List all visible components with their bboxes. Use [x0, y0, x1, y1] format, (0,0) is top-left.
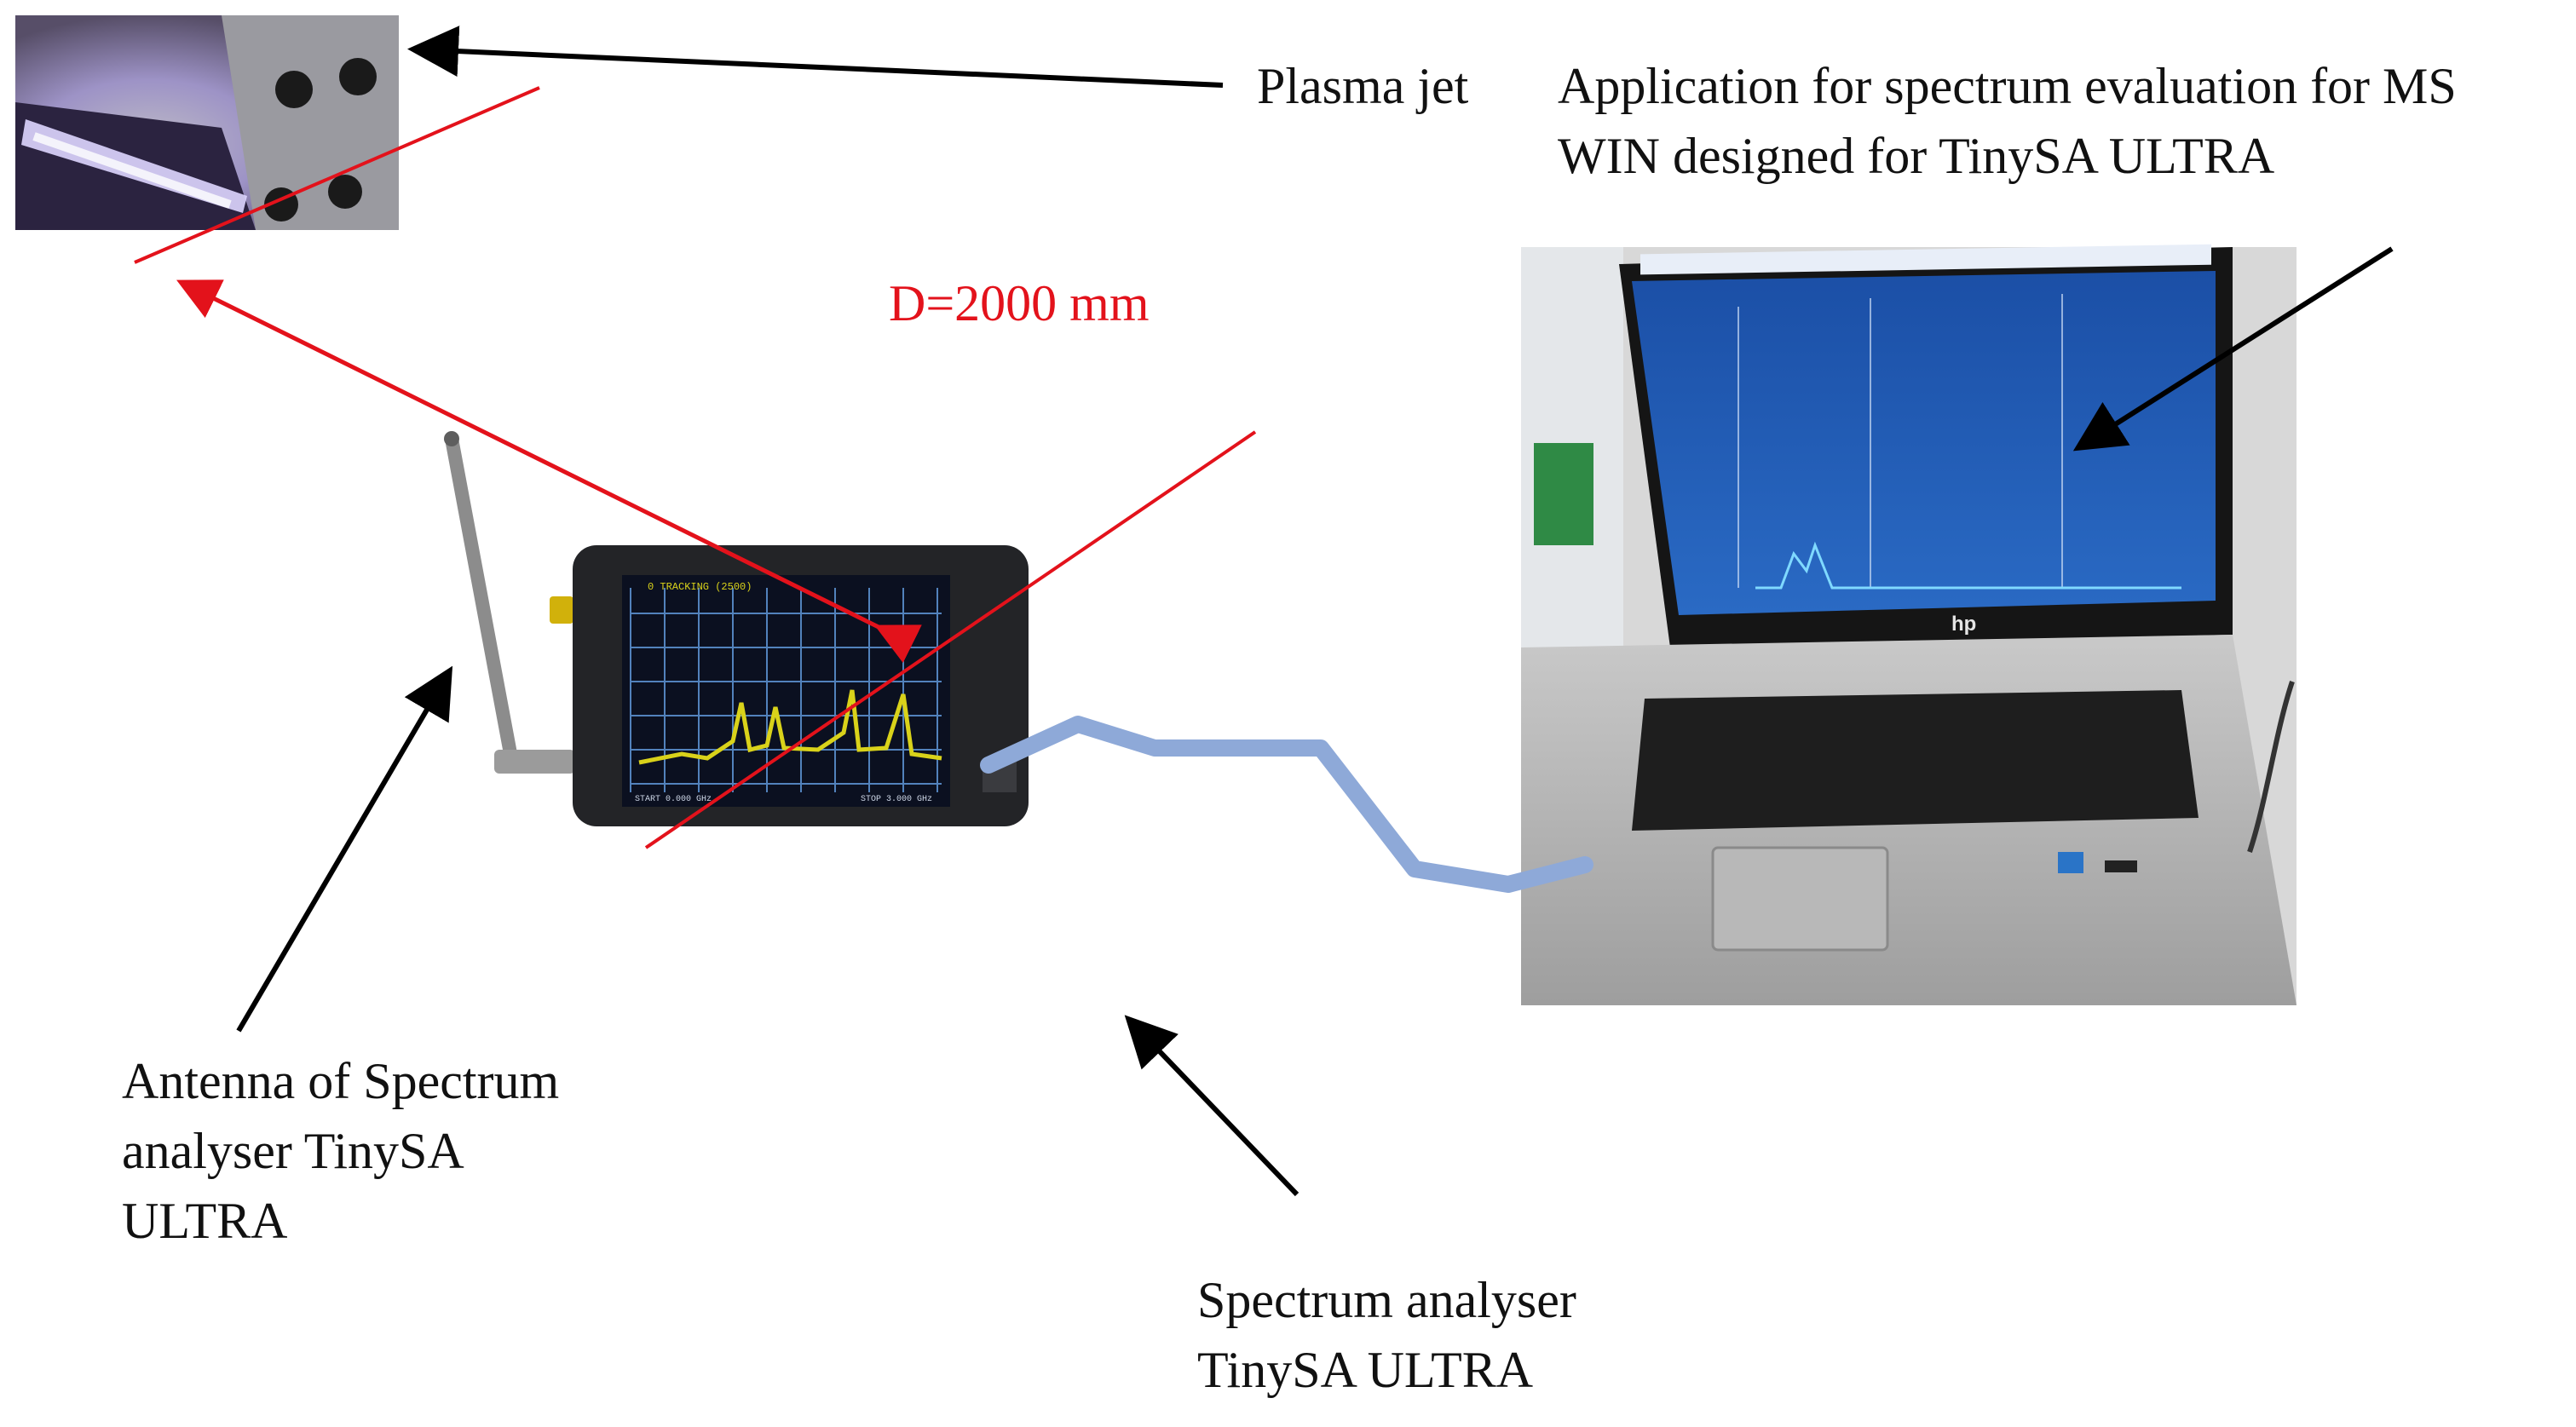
application-label: Application for spectrum evaluation for …	[1558, 58, 2457, 184]
laptop-screen-spectrum	[1738, 294, 2181, 590]
plasma-jet-label: Plasma jet	[1257, 58, 1469, 114]
arrow-icon	[407, 26, 1224, 88]
antenna-label: Antenna of Spectrum analyser TinySA ULTR…	[122, 1053, 560, 1249]
laptop-brand-logo: hp	[1951, 613, 1976, 636]
distance-label: D=2000 mm	[889, 275, 1150, 331]
arrow-icon	[236, 665, 453, 1033]
distance-arrow	[176, 279, 922, 664]
usb-cable	[980, 716, 1593, 893]
arrow-icon	[2072, 246, 2394, 452]
plasma-jet-photo	[15, 15, 399, 230]
spectrum-analyser-icon: 0 TRACKING (2500) START 0.000 GHz STOP 3…	[444, 431, 1029, 826]
analyser-screen-footer-right: STOP 3.000 GHz	[861, 795, 932, 804]
antenna-icon	[445, 432, 518, 765]
analyser-screen-header: 0 TRACKING (2500)	[648, 581, 752, 593]
distance-marker-line-1	[134, 86, 540, 264]
arrow-icon	[1124, 1015, 1300, 1197]
laptop-photo	[1521, 244, 2297, 1005]
distance-marker-line-2	[644, 430, 1257, 849]
spectrum-analyser-label: Spectrum analyser TinySA ULTRA	[1197, 1272, 1576, 1398]
analyser-screen-footer-left: START 0.000 GHz	[635, 795, 712, 804]
